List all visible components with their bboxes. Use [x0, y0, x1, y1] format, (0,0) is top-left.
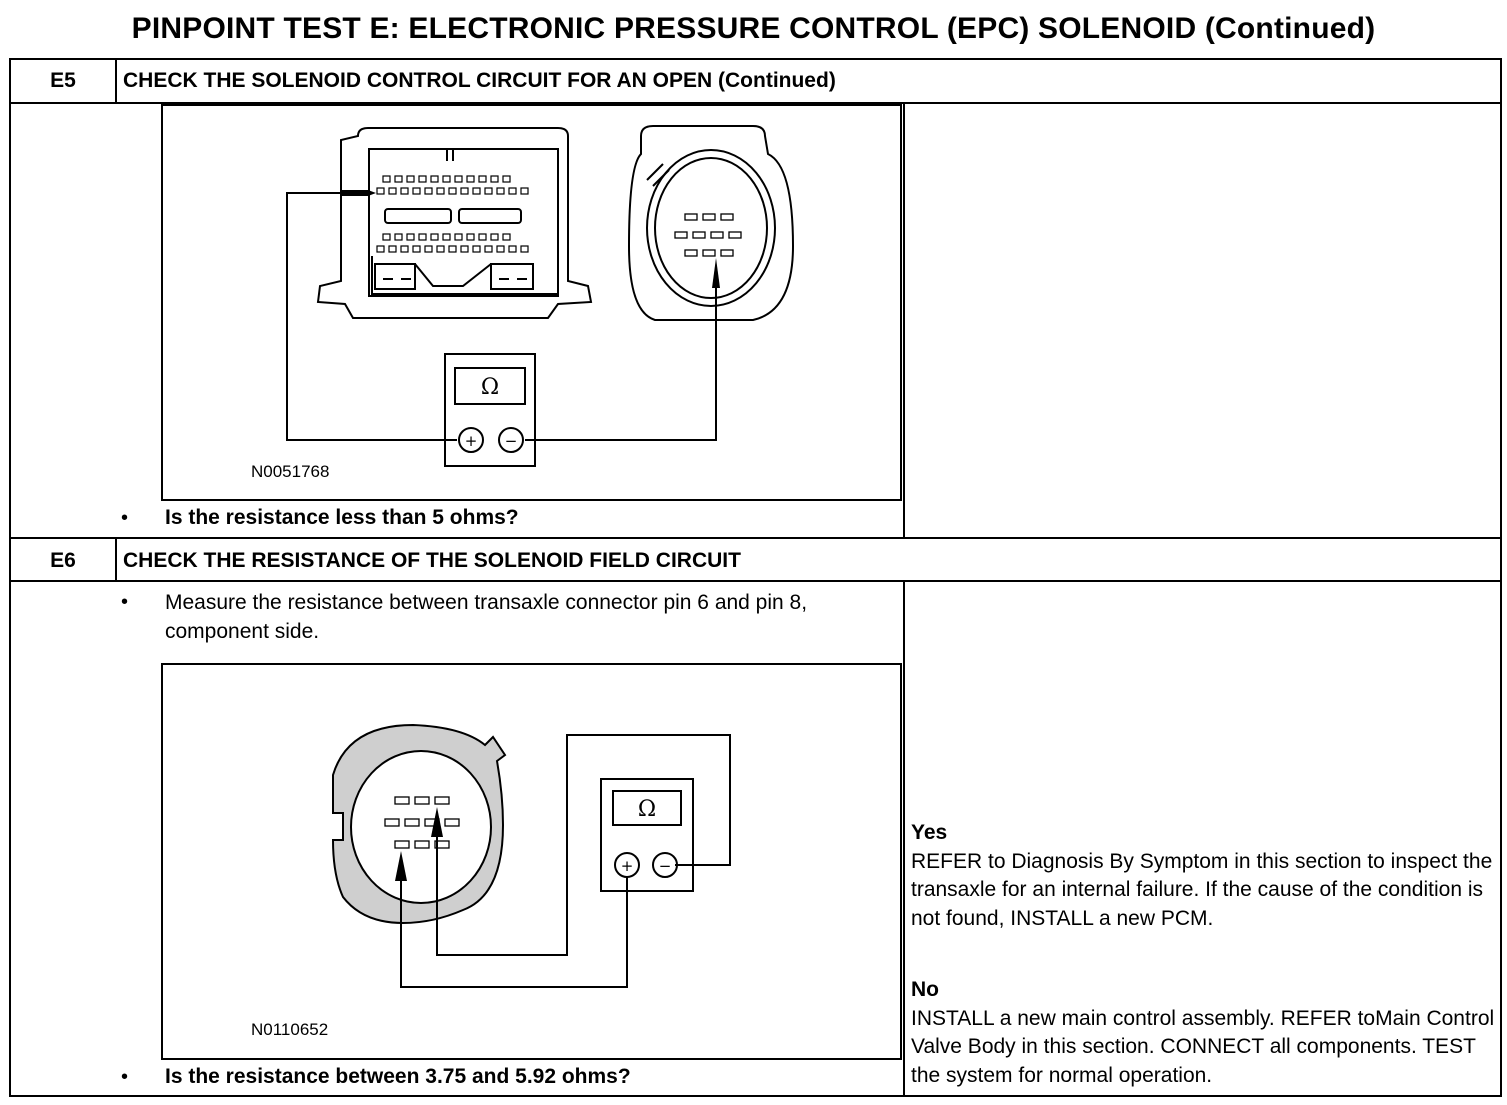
step-title-e5: CHECK THE SOLENOID CONTROL CIRCUIT FOR A… — [123, 69, 836, 92]
column-divider — [903, 102, 905, 537]
column-divider — [903, 580, 905, 1095]
bullet: • — [121, 1066, 129, 1088]
instruction-e6: Measure the resistance between transaxle… — [165, 591, 808, 643]
figure-n0051768: Ω + − N0051768 — [161, 104, 902, 501]
question-e5: Is the resistance less than 5 ohms? — [165, 506, 519, 529]
step-id-e5: E5 — [50, 69, 76, 92]
figure-n0110652: Ω + − N0110652 — [161, 663, 902, 1060]
figure-id: N0051768 — [251, 462, 330, 481]
result-yes: Yes REFER to Diagnosis By Symptom in thi… — [911, 819, 1501, 933]
minus-terminal-label: − — [505, 432, 518, 450]
ohm-symbol: Ω — [481, 375, 499, 400]
result-yes-label: Yes — [911, 821, 948, 844]
step-id-e6: E6 — [50, 549, 76, 572]
row-divider — [11, 102, 1500, 104]
ohm-symbol: Ω — [638, 797, 656, 822]
step-title-e6: CHECK THE RESISTANCE OF THE SOLENOID FIE… — [123, 549, 741, 572]
minus-terminal-label: − — [659, 857, 672, 875]
row-divider — [11, 537, 1500, 539]
transaxle-connector-resistance-diagram: Ω + − — [331, 723, 731, 988]
result-no-text: INSTALL a new main control assembly. REF… — [911, 1006, 1495, 1087]
figure-id: N0110652 — [251, 1020, 329, 1039]
question-e6: Is the resistance between 3.75 and 5.92 … — [165, 1065, 631, 1088]
bullet: • — [121, 507, 129, 529]
row-divider — [11, 580, 1500, 582]
plus-terminal-label: + — [465, 432, 478, 450]
column-divider — [115, 537, 117, 580]
pinpoint-test-table: E5 CHECK THE SOLENOID CONTROL CIRCUIT FO… — [9, 58, 1502, 1097]
result-no-label: No — [911, 978, 939, 1001]
page-title: PINPOINT TEST E: ELECTRONIC PRESSURE CON… — [131, 12, 1376, 45]
pcm-connector-resistance-diagram: Ω + − — [286, 125, 795, 467]
bullet: • — [121, 591, 129, 613]
result-no: No INSTALL a new main control assembly. … — [911, 976, 1501, 1090]
plus-terminal-label: + — [621, 857, 634, 875]
result-yes-text: REFER to Diagnosis By Symptom in this se… — [911, 849, 1493, 930]
column-divider — [115, 60, 117, 102]
